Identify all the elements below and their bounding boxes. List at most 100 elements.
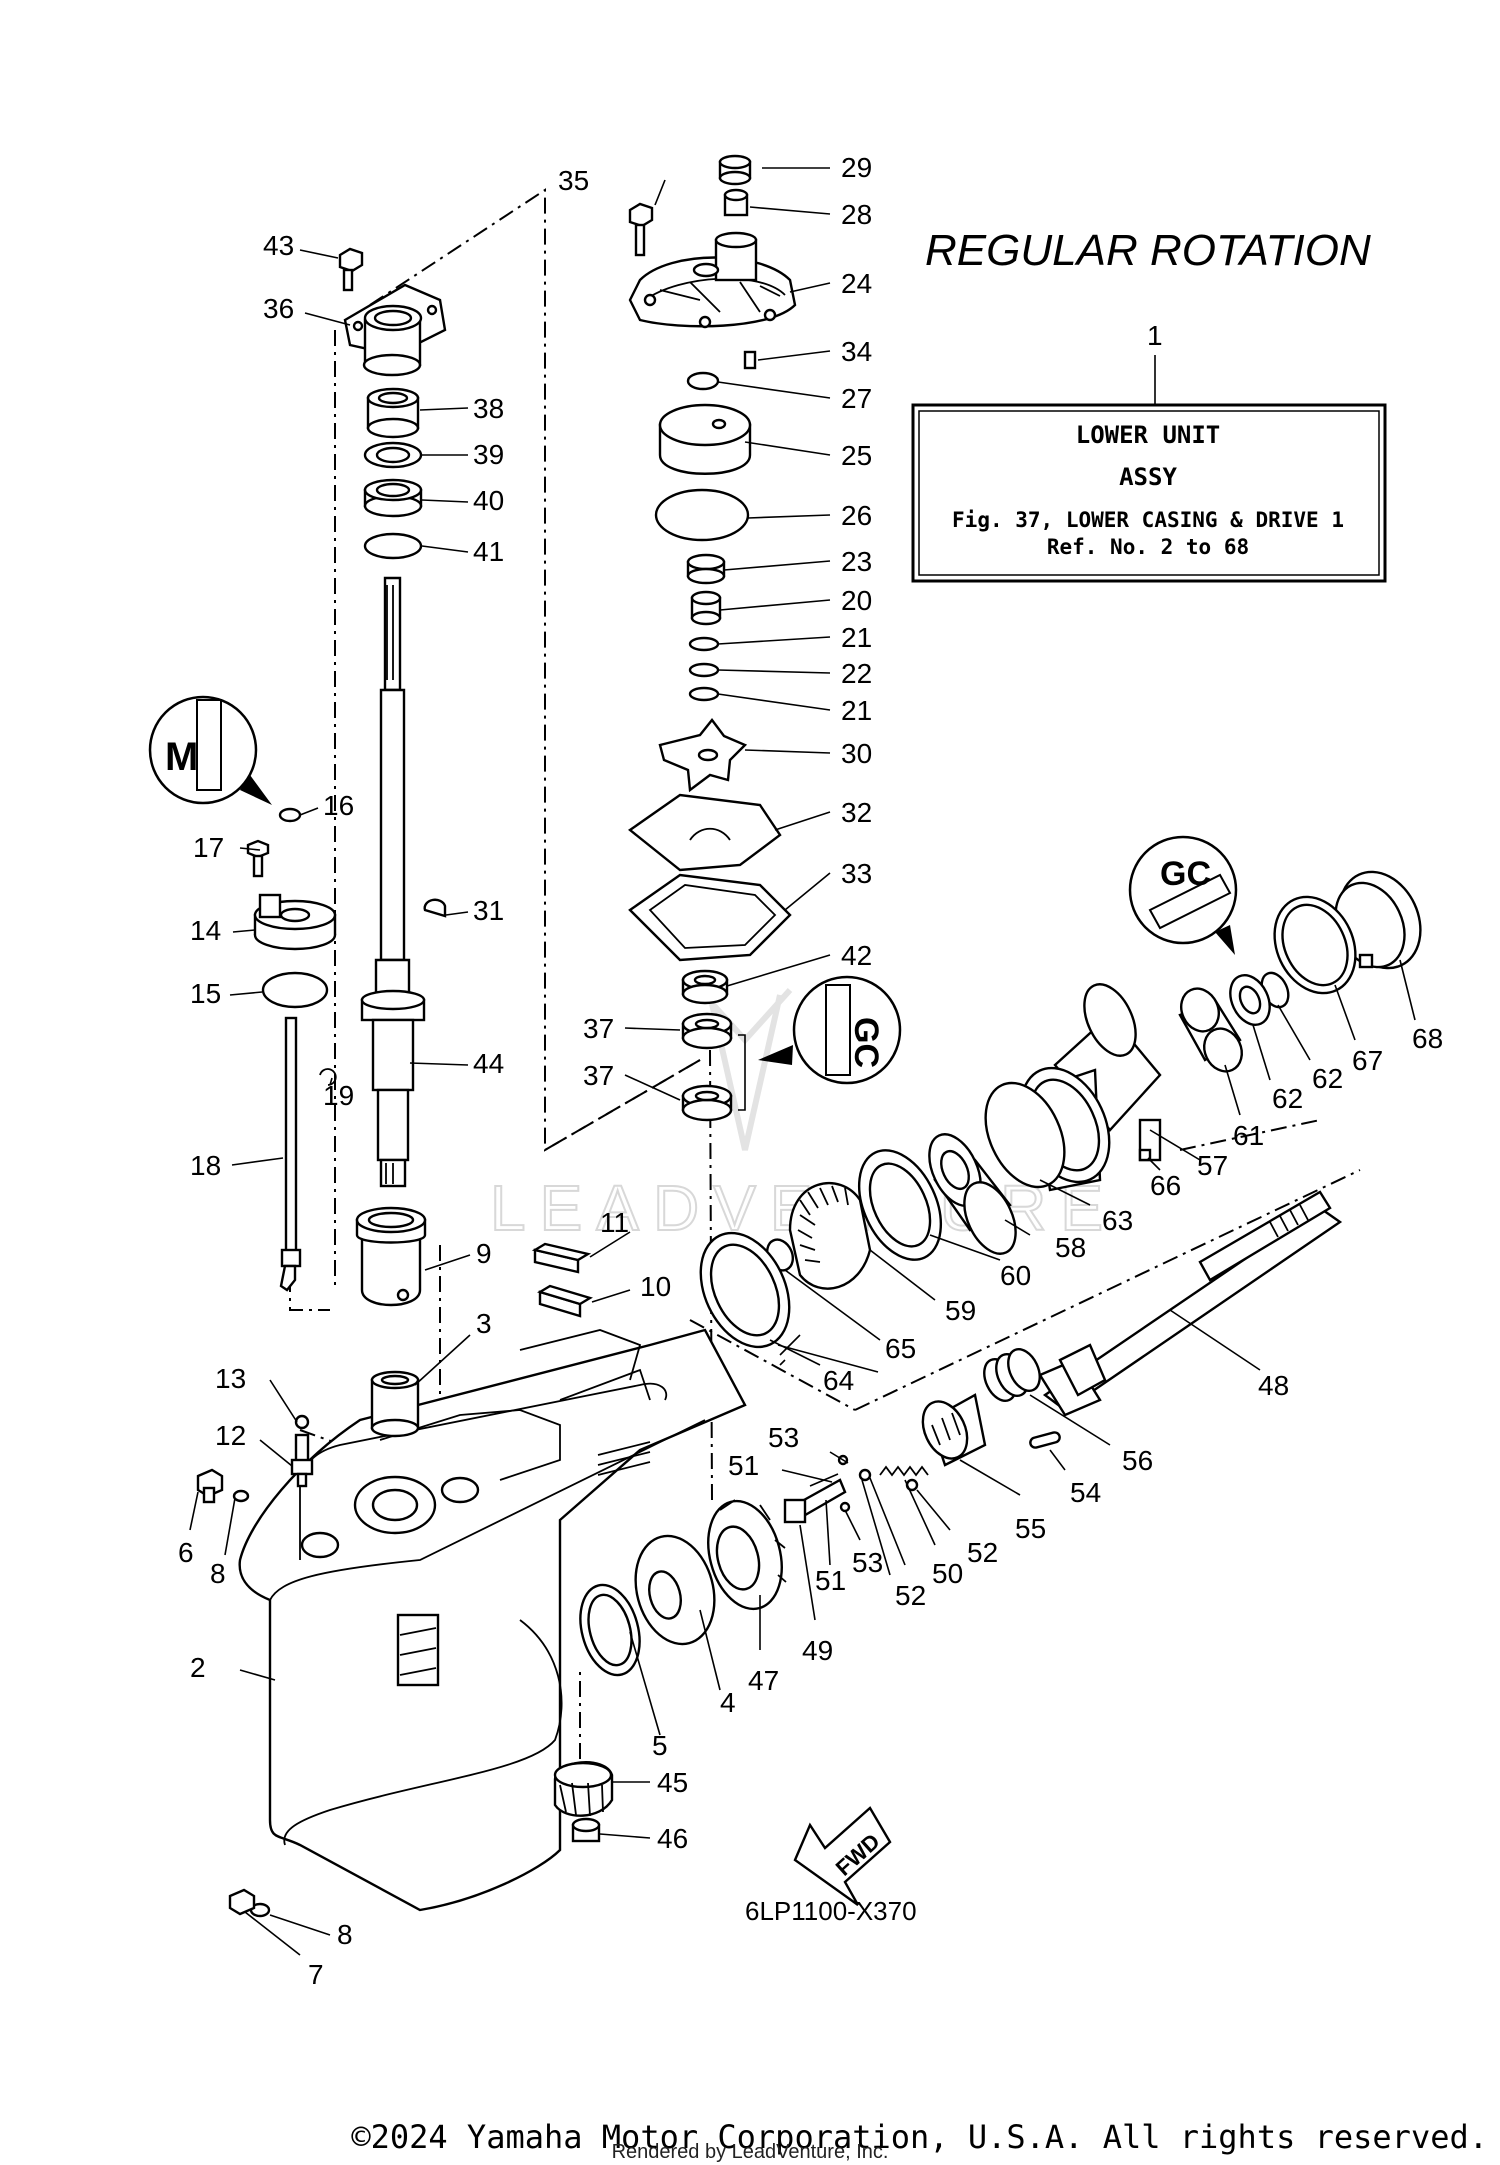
part-34-dowel-pin: [743, 350, 757, 370]
figure-code: 6LP1100-X370: [745, 1896, 917, 1926]
part-47-forward-gear: [707, 1499, 787, 1611]
callout-45: 45: [657, 1767, 688, 1798]
callout-59: 59: [945, 1295, 976, 1326]
callout-18: 18: [190, 1150, 221, 1181]
part-62-oil-seal-inner: [1229, 974, 1271, 1026]
part-39-washer: [363, 441, 423, 469]
callout-10: 10: [640, 1271, 671, 1302]
part-26-o-ring: [654, 488, 750, 542]
callout-17: 17: [193, 832, 224, 863]
info-box-line-1: LOWER UNIT: [1076, 421, 1221, 449]
callout-labels: 29 28 24 34 27 25 26 23 20 21 22 21 30 3…: [178, 152, 1443, 1990]
part-18-shift-rod: [279, 1016, 302, 1292]
part-45-pinion: [553, 1761, 614, 1817]
callout-41: 41: [473, 536, 504, 567]
callout-34: 34: [841, 336, 872, 367]
callout-5: 5: [652, 1730, 668, 1761]
part-13-ball: [294, 1414, 310, 1430]
info-box-line-4: Ref. No. 2 to 68: [1047, 535, 1249, 559]
part-19-clip: [319, 1068, 337, 1086]
callout-16: 16: [323, 790, 354, 821]
callout-3: 3: [476, 1308, 492, 1339]
part-20-collar: [690, 590, 722, 626]
callout-7: 7: [308, 1959, 324, 1990]
part-9-sleeve: [355, 1206, 427, 1307]
fwd-arrow: FWD: [793, 1806, 892, 1906]
part-30-impeller: [658, 718, 748, 793]
callout-23: 23: [841, 546, 872, 577]
callout-66: 66: [1150, 1170, 1181, 1201]
part-59-reverse-gear: [788, 1182, 872, 1290]
copyright-notice: ©2024 Yamaha Motor Corporation, U.S.A. A…: [351, 2118, 1488, 2156]
grease-gc-mid-label: GC: [847, 1017, 885, 1068]
callout-50: 50: [932, 1558, 963, 1589]
part-53-ball-bottom: [839, 1501, 851, 1513]
callout-37-lower: 37: [583, 1060, 614, 1091]
part-16-collar: [278, 807, 302, 823]
callout-44: 44: [473, 1048, 504, 1079]
callout-52-right: 52: [967, 1537, 998, 1568]
part-33-gasket: [628, 873, 792, 962]
callout-14: 14: [190, 915, 221, 946]
callout-8-upper: 8: [210, 1558, 226, 1589]
callout-11: 11: [600, 1207, 629, 1238]
part-37-oil-seal-lower: [681, 1084, 733, 1122]
part-15-o-ring: [261, 971, 329, 1009]
part-11-pin: [531, 1242, 592, 1274]
callout-24: 24: [841, 268, 872, 299]
callout-22: 22: [841, 658, 872, 689]
callout-62-right: 62: [1312, 1063, 1343, 1094]
callout-52-lower: 52: [895, 1580, 926, 1611]
callout-53-upper: 53: [768, 1422, 799, 1453]
callout-25: 25: [841, 440, 872, 471]
callout-56: 56: [1122, 1445, 1153, 1476]
callout-42: 42: [841, 940, 872, 971]
part-38-needle-bearing: [366, 387, 420, 439]
callout-49: 49: [802, 1635, 833, 1666]
callout-27: 27: [841, 383, 872, 414]
part-3-needle-bearing: [370, 1370, 420, 1438]
part-32-outer-plate: [627, 793, 782, 872]
grease-symbol-m: M: [148, 695, 272, 805]
assembly-info-box: 1 LOWER UNIT ASSY Fig. 37, LOWER CASING …: [911, 320, 1387, 583]
callout-12: 12: [215, 1420, 246, 1451]
part-37-oil-seal-upper: [681, 1012, 733, 1050]
callout-20: 20: [841, 585, 872, 616]
callout-21-lower: 21: [841, 695, 872, 726]
part-7-plug: [228, 1888, 256, 1916]
info-box-line-2: ASSY: [1119, 463, 1177, 491]
part-10-pin: [537, 1284, 593, 1318]
callout-37-upper: 37: [583, 1013, 614, 1044]
part-17-bolt: [246, 839, 270, 878]
part-36-oil-seal-housing: [343, 283, 447, 377]
callout-39: 39: [473, 439, 504, 470]
callout-68: 68: [1412, 1023, 1443, 1054]
part-55-dog-clutch: [921, 1393, 987, 1467]
leader-lines: [189, 167, 1416, 1956]
part-28-grommet: [723, 188, 749, 217]
info-box-line-3: Fig. 37, LOWER CASING & DRIVE 1: [952, 508, 1344, 532]
callout-46: 46: [657, 1823, 688, 1854]
callout-64: 64: [823, 1365, 854, 1396]
grease-gc-top-label: GC: [1160, 855, 1211, 893]
part-22-ring: [688, 662, 720, 678]
callout-13: 13: [215, 1363, 246, 1394]
callout-55: 55: [1015, 1513, 1046, 1544]
part-48-propeller-shaft: [1038, 1190, 1343, 1417]
callout-6: 6: [178, 1537, 194, 1568]
callout-40: 40: [473, 485, 504, 516]
part-5-shim: [579, 1583, 641, 1677]
part-41-o-ring: [363, 532, 423, 560]
part-21-washer-upper: [688, 636, 720, 652]
callout-31: 31: [473, 895, 504, 926]
part-50-spring: [879, 1465, 929, 1477]
part-21-washer-lower: [688, 686, 720, 702]
part-29-grommet: [718, 154, 752, 186]
part-56-spring: [983, 1348, 1041, 1402]
grease-symbol-gc-top: GC: [1128, 835, 1238, 955]
callout-62-left: 62: [1272, 1083, 1303, 1114]
callout-65: 65: [885, 1333, 916, 1364]
part-12-grease-nipple: [290, 1433, 314, 1488]
callout-21-upper: 21: [841, 622, 872, 653]
